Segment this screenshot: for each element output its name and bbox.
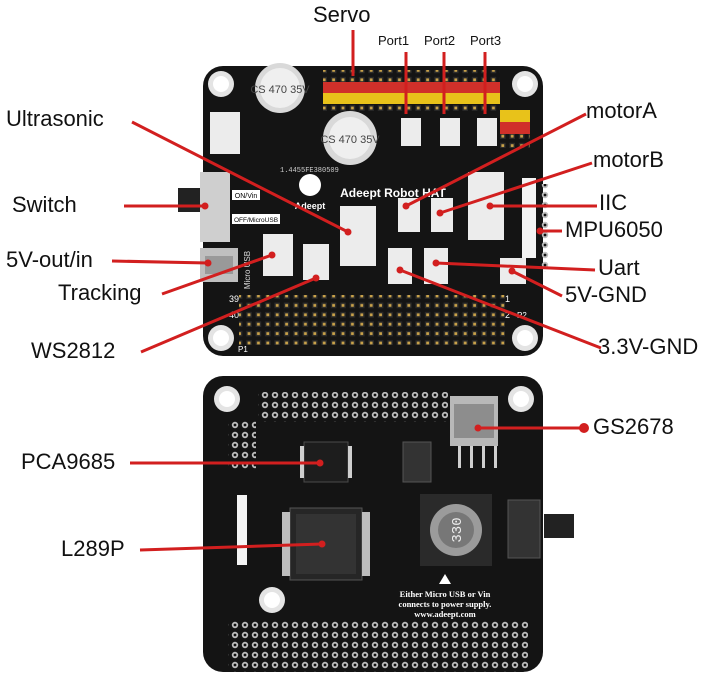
svg-text:Adeept: Adeept (295, 201, 326, 211)
top-board: CS 470 35V CS 470 35V (178, 63, 550, 356)
svg-text:ON/Vin: ON/Vin (235, 193, 258, 200)
pin-label: 2 (505, 310, 510, 320)
pin-label: 39 (229, 294, 239, 304)
pin-label: P2 (517, 311, 527, 320)
svg-text:www.adeept.com: www.adeept.com (414, 609, 475, 619)
gpio-header (239, 295, 505, 345)
label-l289p: L289P (61, 536, 125, 561)
svg-text:Micro USB: Micro USB (243, 251, 252, 289)
svg-text:330: 330 (450, 517, 466, 542)
port-connectors (401, 118, 497, 146)
label-mpu6050: MPU6050 (565, 217, 663, 242)
capacitor-middle: CS 470 35V (320, 111, 380, 165)
label-pca9685: PCA9685 (21, 449, 116, 474)
logo: Adeept (295, 174, 326, 211)
connector (210, 112, 240, 154)
label-5v-out-in: 5V-out/in (6, 247, 93, 272)
label-motor-a: motorA (586, 98, 657, 123)
svg-text:Either Micro USB or Vin: Either Micro USB or Vin (400, 589, 491, 599)
label-servo: Servo (313, 2, 371, 27)
mpu6050-pads (540, 184, 550, 272)
mounting-hole (208, 71, 538, 351)
leader-lines (111, 30, 602, 552)
svg-text:CS 470 35V: CS 470 35V (250, 84, 310, 96)
svg-text:OFF/MicroUSB: OFF/MicroUSB (234, 217, 278, 224)
label-5v-gnd: 5V-GND (565, 282, 647, 307)
diode (402, 441, 432, 483)
connector-back (237, 495, 247, 565)
label-uart: Uart (598, 255, 640, 280)
pad-grid (258, 392, 448, 422)
svg-text:connects to power supply.: connects to power supply. (399, 599, 492, 609)
label-port2: Port2 (424, 33, 456, 48)
label-iic: IIC (599, 190, 628, 215)
pad-grid (228, 620, 528, 672)
label-switch: Switch (12, 192, 77, 217)
servo-header (323, 70, 530, 148)
label-3v3-gnd: 3.3V-GND (598, 334, 699, 359)
label-tracking: Tracking (58, 280, 142, 305)
gs2678-chip (450, 396, 498, 468)
svg-text:CS 470 35V: CS 470 35V (320, 134, 380, 146)
mounting-hole (214, 386, 534, 613)
inductor: 330 (420, 494, 492, 566)
label-ultrasonic: Ultrasonic (6, 106, 104, 131)
power-note: Either Micro USB or Vin connects to powe… (399, 574, 492, 619)
pin-label: 40 (229, 310, 239, 320)
capacitor-top: CS 470 35V (250, 63, 310, 113)
label-gs2678: GS2678 (593, 414, 674, 439)
label-motor-b: motorB (593, 147, 664, 172)
switch-back (544, 514, 574, 538)
pin-label: P1 (238, 345, 248, 354)
label-port1: Port1 (378, 33, 410, 48)
diode (507, 499, 541, 559)
board-brand: Adeept Robot HAT (340, 186, 446, 200)
label-ws2812: WS2812 (31, 338, 116, 363)
bottom-board: 330 Either Micro USB or Vin connects to … (203, 376, 574, 672)
label-port3: Port3 (470, 33, 502, 48)
serial-number: 1.4455FE380509 (280, 167, 339, 175)
pin-label: 1 (505, 294, 510, 304)
leader-dots (201, 202, 589, 548)
